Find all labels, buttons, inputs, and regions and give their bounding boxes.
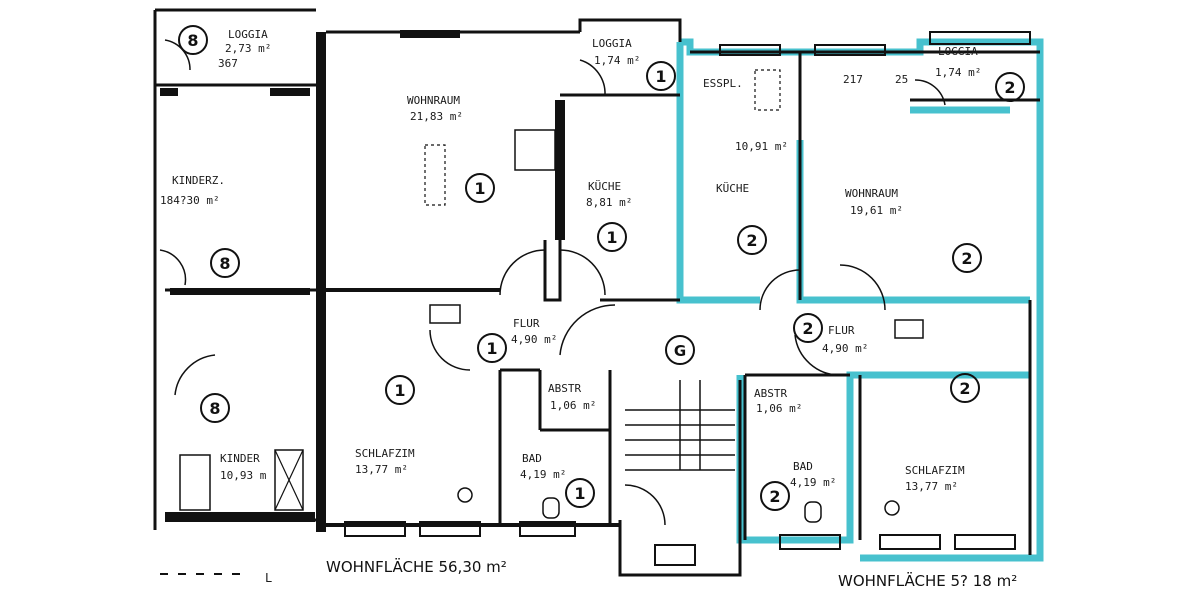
room-area: 21,83 m² xyxy=(410,110,463,123)
svg-text:1: 1 xyxy=(394,381,405,400)
svg-text:G: G xyxy=(674,342,686,360)
unit-marker: 8 xyxy=(200,393,230,423)
svg-text:1: 1 xyxy=(486,339,497,358)
room-name: KÜCHE xyxy=(716,182,749,195)
svg-text:8: 8 xyxy=(209,399,220,418)
svg-text:2: 2 xyxy=(769,487,780,506)
room-area: 184?30 m² xyxy=(160,194,220,207)
total-area-unit-1: WOHNFLÄCHE 56,30 m² xyxy=(326,557,507,576)
room-area: 10,93 m xyxy=(220,469,267,482)
svg-text:2: 2 xyxy=(961,249,972,268)
svg-text:2: 2 xyxy=(802,319,813,338)
unit-marker: 2 xyxy=(793,313,823,343)
total-area-unit-2: WOHNFLÄCHE 5? 18 m² xyxy=(838,571,1017,590)
unit-marker: 1 xyxy=(646,61,676,91)
party-wall xyxy=(316,32,326,532)
room-area: 2,73 m² xyxy=(225,42,271,55)
room-area: 13,77 m² xyxy=(905,480,958,493)
footer-totals: WOHNFLÄCHE 56,30 m² WOHNFLÄCHE 5? 18 m² … xyxy=(160,557,1017,590)
room-extra: 367 xyxy=(218,57,238,70)
room-area: 1,06 m² xyxy=(550,399,596,412)
room-area: 19,61 m² xyxy=(850,204,903,217)
unit-markers: 8 8 8 1 1 1 1 1 1 G 2 2 2 2 2 2 xyxy=(178,25,1025,511)
unit-marker: G xyxy=(665,335,695,365)
room-name: FLUR xyxy=(828,324,855,337)
room-name: LOGGIA xyxy=(938,45,978,58)
unit-marker: 1 xyxy=(465,173,495,203)
unit-marker: 2 xyxy=(737,225,767,255)
unit-marker: 1 xyxy=(565,478,595,508)
room-area: 4,19 m² xyxy=(520,468,566,481)
dimension-label: 217 xyxy=(843,73,863,86)
room-name: ABSTR xyxy=(548,382,581,395)
room-area: 1,06 m² xyxy=(756,402,802,415)
room-area: 8,81 m² xyxy=(586,196,632,209)
svg-text:8: 8 xyxy=(219,254,230,273)
room-name: KÜCHE xyxy=(588,180,621,193)
unit-marker: 1 xyxy=(597,222,627,252)
room-name: LOGGIA xyxy=(592,37,632,50)
svg-text:2: 2 xyxy=(746,231,757,250)
unit-marker: 2 xyxy=(950,373,980,403)
room-name: LOGGIA xyxy=(228,28,268,41)
room-area: 4,19 m² xyxy=(790,476,836,489)
room-area: 4,90 m² xyxy=(822,342,868,355)
svg-text:1: 1 xyxy=(574,484,585,503)
unit-marker: 2 xyxy=(995,72,1025,102)
svg-text:2: 2 xyxy=(959,379,970,398)
unit-marker: 1 xyxy=(385,375,415,405)
room-name: KINDERZ. xyxy=(172,174,225,187)
room-area: 10,91 m² xyxy=(735,140,788,153)
room-name: ESSPL. xyxy=(703,77,743,90)
unit-marker: 1 xyxy=(477,333,507,363)
svg-text:1: 1 xyxy=(655,67,666,86)
room-name: ABSTR xyxy=(754,387,787,400)
unit-marker: 8 xyxy=(210,248,240,278)
room-name: KINDER xyxy=(220,452,260,465)
room-name: WOHNRAUM xyxy=(407,94,460,107)
dimension-label: 25 xyxy=(895,73,908,86)
room-area: 1,74 m² xyxy=(935,66,981,79)
room-area: 4,90 m² xyxy=(511,333,557,346)
room-name: SCHLAFZIM xyxy=(905,464,965,477)
room-area: 1,74 m² xyxy=(594,54,640,67)
corner-mark: L xyxy=(265,571,272,585)
svg-text:8: 8 xyxy=(187,31,198,50)
room-name: SCHLAFZIM xyxy=(355,447,415,460)
walls xyxy=(153,8,1040,577)
room-name: FLUR xyxy=(513,317,540,330)
unit-marker: 8 xyxy=(178,25,208,55)
unit-marker: 2 xyxy=(952,243,982,273)
unit-marker: 2 xyxy=(760,481,790,511)
room-name: WOHNRAUM xyxy=(845,187,898,200)
room-name: BAD xyxy=(522,452,542,465)
svg-text:1: 1 xyxy=(474,179,485,198)
svg-text:2: 2 xyxy=(1004,78,1015,97)
room-area: 13,77 m² xyxy=(355,463,408,476)
room-labels: LOGGIA 2,73 m² 367 KINDERZ. 184?30 m² KI… xyxy=(160,28,981,493)
room-name: BAD xyxy=(793,460,813,473)
svg-text:1: 1 xyxy=(606,228,617,247)
